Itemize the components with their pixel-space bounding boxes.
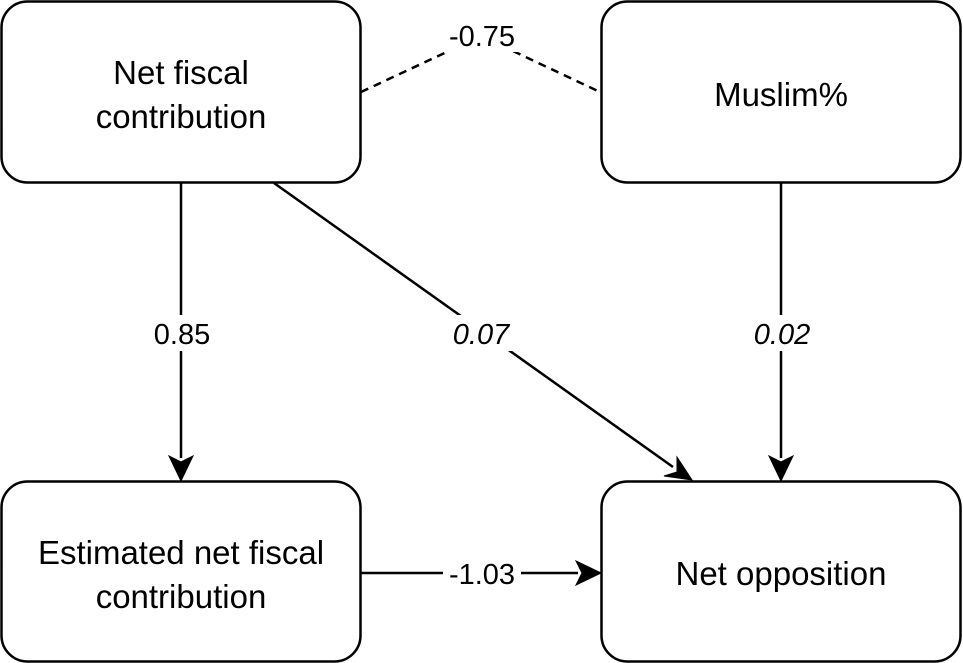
arrow-head-icon <box>663 455 694 481</box>
edge-label-background <box>744 315 820 351</box>
edge-label-net-fiscal-muslim: -0.75 <box>449 21 515 53</box>
edge-muslim-to-opposition: 0.02 <box>744 183 820 483</box>
node-label: Net opposition <box>676 555 887 592</box>
edge-estimated-to-opposition: -1.03 <box>361 555 603 591</box>
node-label-line-1: Estimated net fiscal <box>38 534 324 571</box>
arrow-head-icon <box>574 559 603 587</box>
node-label-line-1: Net fiscal <box>113 54 249 91</box>
edge-label-estimated-opposition: -1.03 <box>449 559 515 591</box>
edge-label-background <box>443 18 521 52</box>
edge-net-fiscal-to-opposition: 0.07 <box>273 181 694 481</box>
edge-label-background <box>144 315 220 351</box>
node-net-opposition: Net opposition <box>600 480 962 663</box>
node-box <box>600 0 962 184</box>
node-label: Muslim% <box>714 76 848 113</box>
edge-net-fiscal-to-estimated: 0.85 <box>144 183 220 483</box>
node-muslim-percent: Muslim% <box>600 0 962 184</box>
edge-label-net-fiscal-estimated: 0.85 <box>154 319 210 351</box>
node-box <box>600 480 962 663</box>
arrow-head-icon <box>767 454 795 483</box>
edge-label-muslim-opposition: 0.02 <box>754 319 810 351</box>
node-estimated-net-fiscal-contribution: Estimated net fiscal contribution <box>0 480 362 663</box>
edge-net-fiscal-to-muslim: -0.75 <box>360 18 601 94</box>
node-label-line-2: contribution <box>96 98 267 135</box>
node-net-fiscal-contribution: Net fiscal contribution <box>0 0 362 184</box>
node-box <box>0 480 362 663</box>
edge-label-background <box>443 555 521 591</box>
arrow-head-icon <box>167 454 195 483</box>
node-label-line-2: contribution <box>96 578 267 615</box>
node-box <box>0 0 362 184</box>
edge-label-background <box>443 315 519 351</box>
edge-label-net-fiscal-opposition: 0.07 <box>453 319 511 351</box>
